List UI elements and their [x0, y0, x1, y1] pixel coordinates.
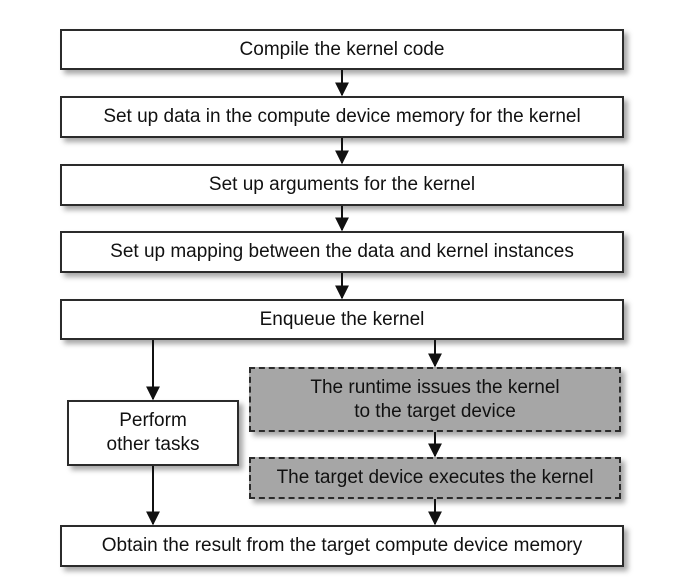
- step-perform-other-tasks: Perform other tasks: [67, 400, 239, 466]
- step-setup-arguments: Set up arguments for the kernel: [60, 164, 624, 206]
- step-setup-mapping: Set up mapping between the data and kern…: [60, 231, 624, 273]
- step-obtain-result: Obtain the result from the target comput…: [60, 525, 624, 567]
- step-setup-data: Set up data in the compute device memory…: [60, 96, 624, 138]
- step-runtime-issues-kernel: The runtime issues the kernel to the tar…: [249, 367, 621, 432]
- step-compile-kernel: Compile the kernel code: [60, 29, 624, 70]
- step-enqueue-kernel: Enqueue the kernel: [60, 299, 624, 340]
- step-device-executes-kernel: The target device executes the kernel: [249, 457, 621, 499]
